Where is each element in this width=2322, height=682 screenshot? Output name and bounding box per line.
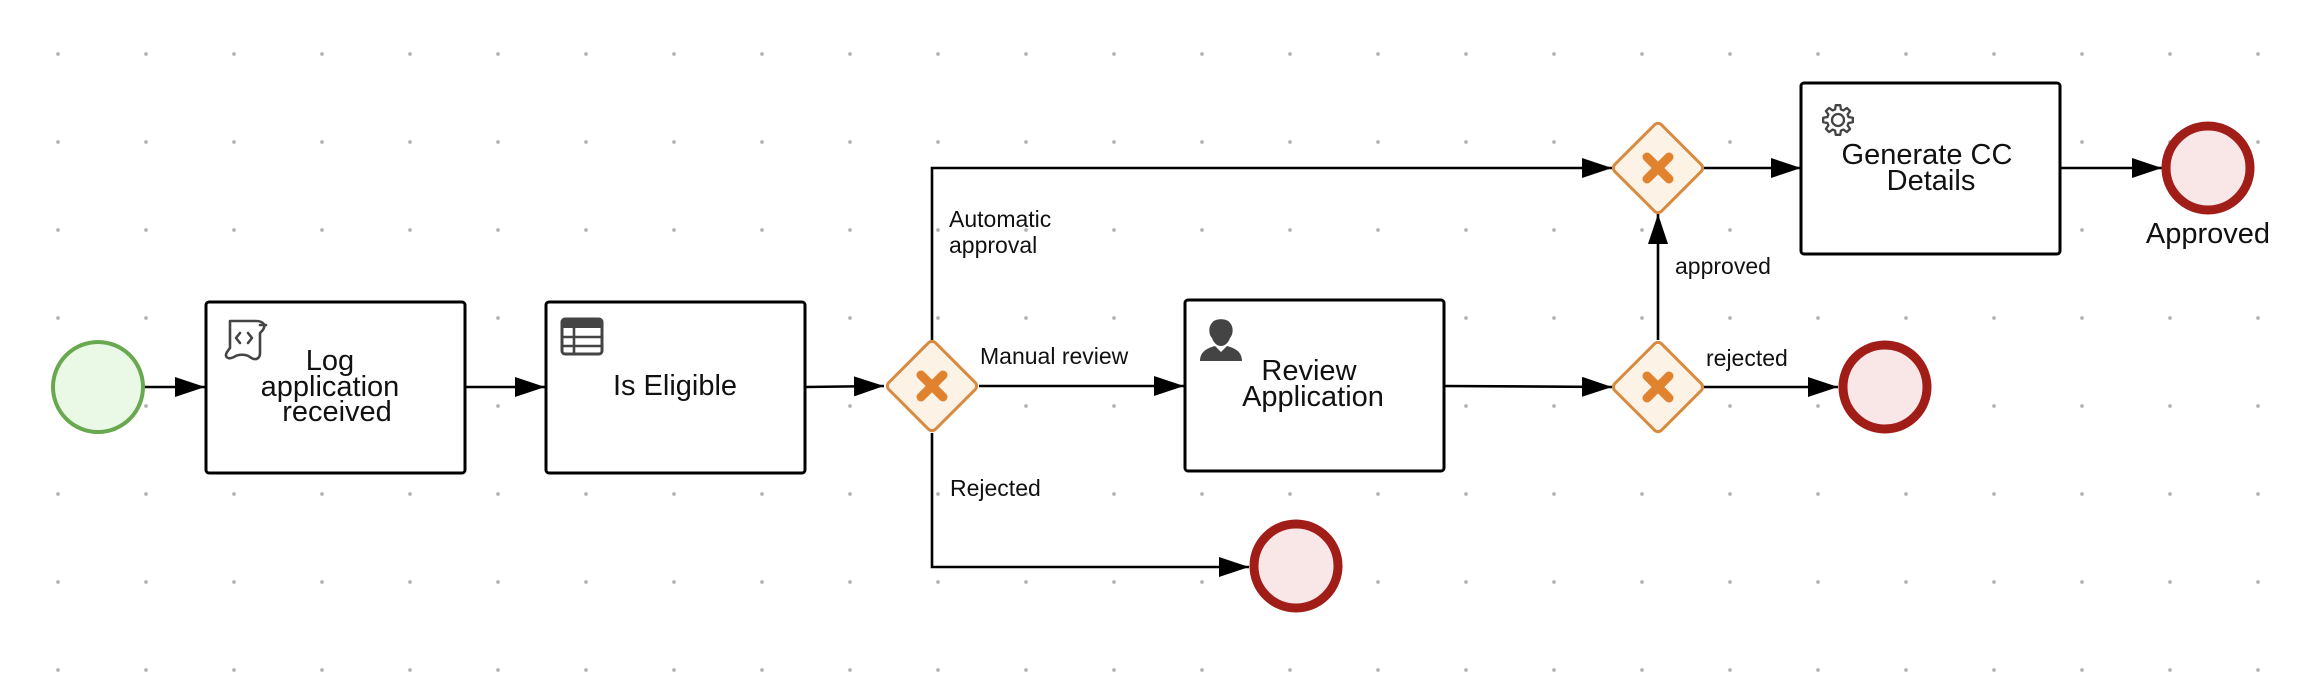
task-generate-cc-details-label: Generate CC Details bbox=[1842, 139, 2021, 197]
decision-table-icon bbox=[560, 317, 604, 356]
manual-review-label: Manual review bbox=[980, 343, 1129, 369]
gear-icon bbox=[1822, 104, 1854, 136]
start-event[interactable] bbox=[51, 340, 145, 434]
x-icon bbox=[1642, 371, 1674, 403]
task-review-application[interactable]: Review Application bbox=[1183, 298, 1446, 473]
end-event-approved-label: Approved bbox=[2146, 218, 2270, 250]
user-icon bbox=[1200, 319, 1242, 361]
rejected-eligibility-label: Rejected bbox=[950, 475, 1041, 501]
task-review-application-box[interactable] bbox=[1183, 298, 1446, 473]
flow-rejected-eligibility[interactable] bbox=[930, 433, 1249, 577]
task-log-application[interactable]: Log application received bbox=[204, 300, 467, 475]
gateway-review-decision[interactable] bbox=[1611, 340, 1705, 434]
task-log-application-label: Log application received bbox=[261, 345, 408, 428]
x-icon bbox=[1642, 152, 1674, 184]
task-generate-cc-details[interactable]: Generate CC Details bbox=[1799, 81, 2062, 256]
end-event-rejected-eligibility[interactable] bbox=[1249, 519, 1343, 613]
flow-eligible-to-gateway[interactable] bbox=[804, 376, 885, 397]
approved-flow-label: approved bbox=[1675, 253, 1771, 279]
automatic-approval-label: Automatic approval bbox=[949, 206, 1058, 258]
task-is-eligible-box[interactable] bbox=[544, 300, 807, 475]
task-generate-cc-details-box[interactable] bbox=[1799, 81, 2062, 256]
rejected-review-label: rejected bbox=[1706, 345, 1788, 371]
script-icon bbox=[224, 319, 268, 361]
task-log-application-box[interactable] bbox=[204, 300, 467, 475]
x-icon bbox=[916, 370, 948, 402]
end-event-approved[interactable] bbox=[2161, 121, 2255, 215]
flow-automatic-approval[interactable] bbox=[930, 158, 1612, 340]
flow-labels: Automatic approval Manual review Rejecte… bbox=[949, 206, 1788, 501]
gateway-eligibility[interactable] bbox=[885, 339, 979, 433]
end-event-rejected-review[interactable] bbox=[1838, 340, 1932, 434]
task-is-eligible-label: Is Eligible bbox=[613, 370, 737, 402]
sequence-flows bbox=[143, 158, 2162, 577]
task-review-application-label: Review Application bbox=[1242, 355, 1384, 413]
task-is-eligible[interactable]: Is Eligible bbox=[544, 300, 807, 475]
gateway-merge[interactable] bbox=[1611, 121, 1705, 215]
flow-review-to-decision[interactable] bbox=[1443, 376, 1613, 397]
